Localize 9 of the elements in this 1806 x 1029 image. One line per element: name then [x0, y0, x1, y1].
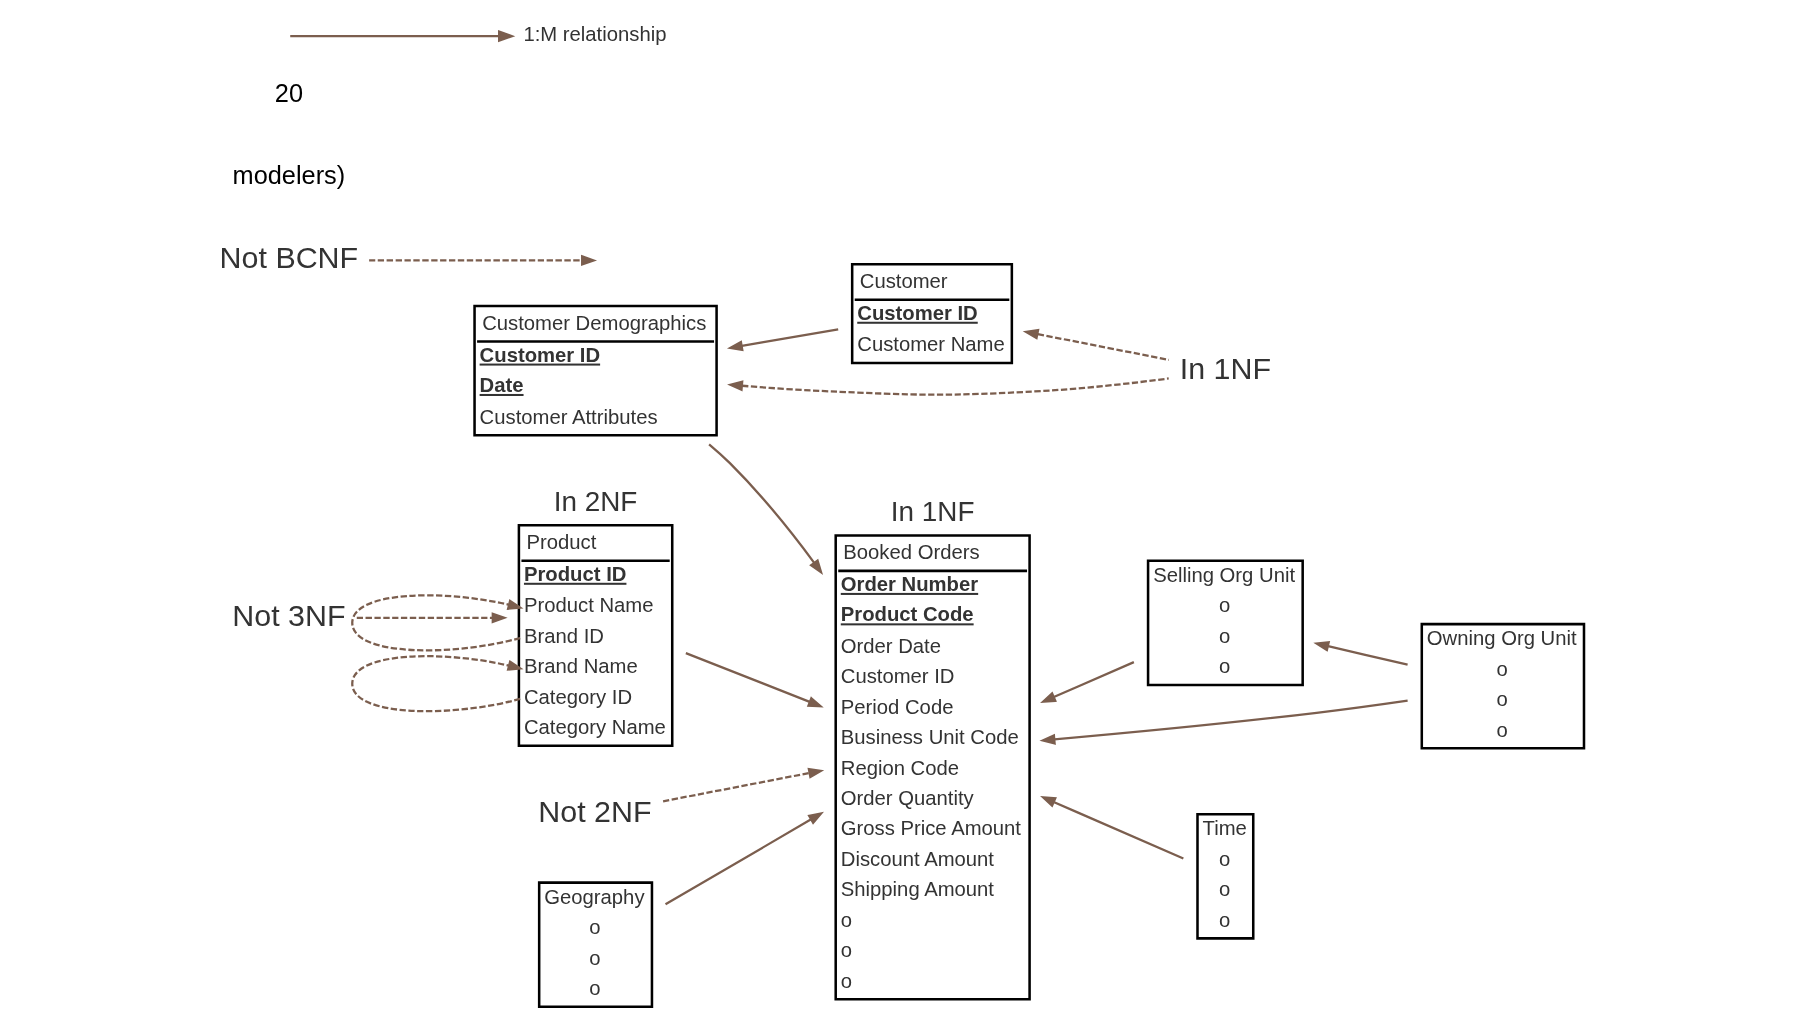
label: 20: [274, 79, 303, 108]
label: modelers): [232, 161, 345, 190]
node-label: In 1NF: [890, 495, 974, 527]
node-label: In 2NF: [553, 485, 637, 517]
legend-label: 1:M relationship: [522, 22, 666, 45]
node-text: Not 2NF: [537, 794, 652, 829]
node-text: Not 3NF: [231, 597, 346, 632]
node-text: Not BCNF: [219, 240, 358, 275]
node-text: In 1NF: [1179, 350, 1271, 385]
